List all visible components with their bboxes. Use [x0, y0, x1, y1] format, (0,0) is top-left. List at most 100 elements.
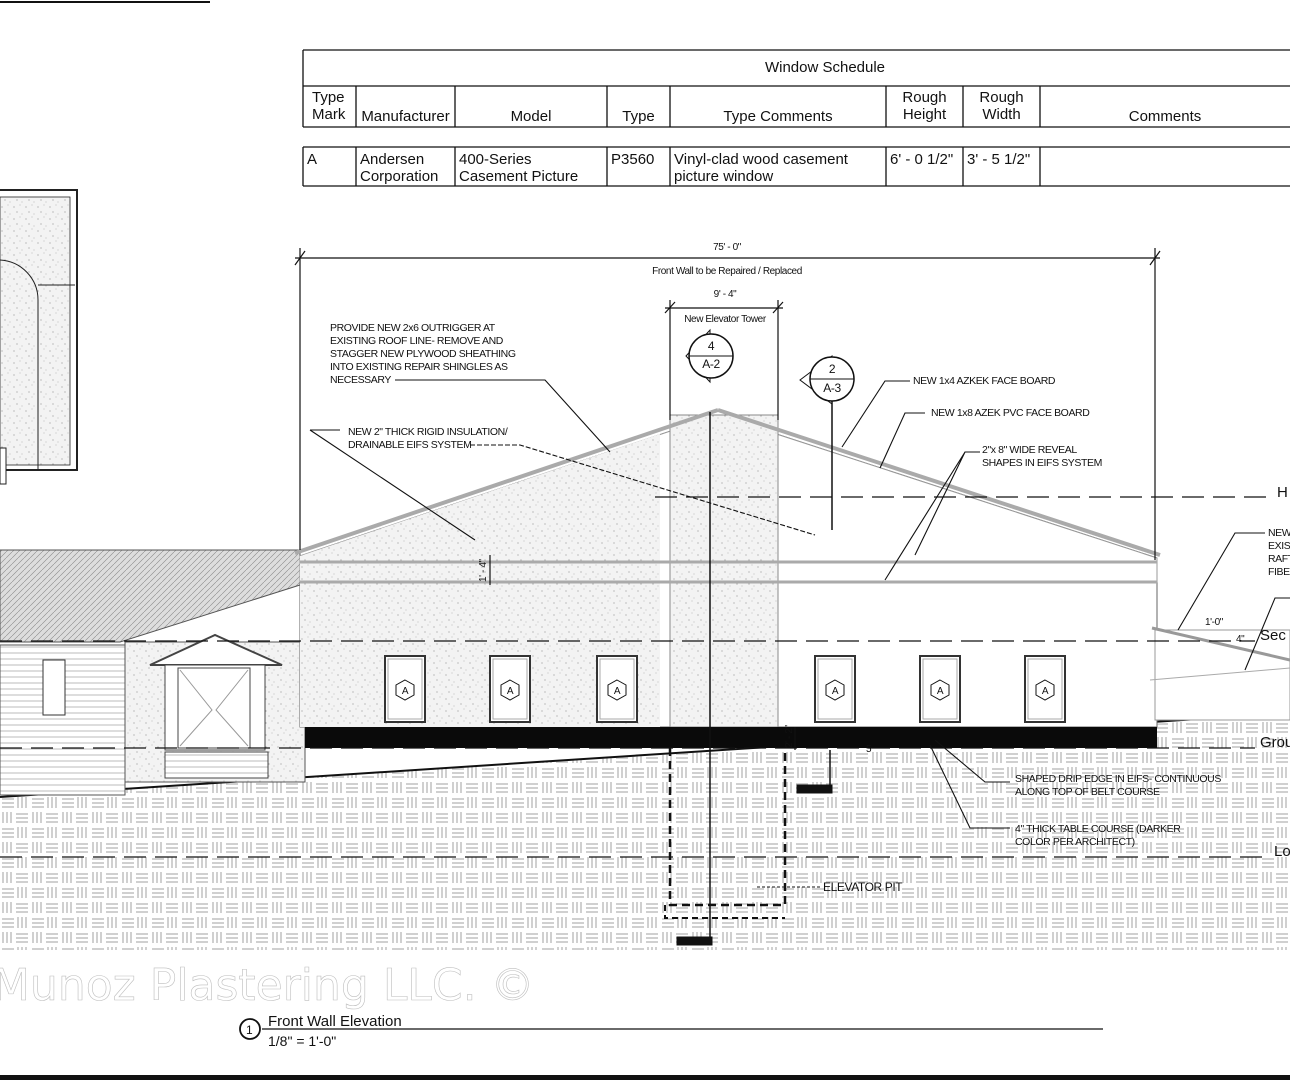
- note-right-cut: FIBE: [1268, 566, 1290, 578]
- column-header: Type Comments: [723, 108, 832, 125]
- view-number: 1: [246, 1023, 253, 1037]
- table-cell: P3560: [611, 151, 654, 168]
- window-tag-icon: [1035, 679, 1055, 701]
- table-cell: Andersen: [360, 151, 424, 168]
- note-table-course: COLOR PER ARCHITECT): [1015, 836, 1135, 848]
- window-tag: A: [832, 686, 839, 697]
- window-a: A: [596, 655, 638, 723]
- column-header: Model: [511, 108, 552, 125]
- window-a: A: [919, 655, 961, 723]
- table-cell: Corporation: [360, 168, 438, 185]
- belt-course: [305, 727, 1157, 748]
- column-header: Comments: [1129, 108, 1202, 125]
- section-marker-2-a3[interactable]: 2 A-3: [799, 355, 855, 530]
- level-label: H: [1277, 484, 1288, 501]
- note-drip: SHAPED DRIP EDGE IN EIFS- CONTINUOUS: [1015, 773, 1221, 785]
- ground-hatch: [0, 715, 1290, 950]
- tower-dimension-label: New Elevator Tower: [684, 314, 767, 325]
- tower-dimension: 9' - 4": [714, 289, 738, 300]
- window-a: A: [384, 655, 426, 723]
- overall-dimension: 75' - 0": [713, 242, 742, 253]
- section-sheet: A-3: [823, 381, 841, 395]
- column-header: Rough: [979, 89, 1023, 106]
- column-header: Type: [622, 108, 655, 125]
- note-right-cut: EXIS: [1268, 540, 1290, 552]
- window-tag: A: [507, 686, 514, 697]
- floor-plan-fragment: [0, 189, 78, 485]
- overhang-dimension: 1'-0": [1205, 617, 1224, 628]
- view-scale: 1/8" = 1'-0": [268, 1033, 336, 1049]
- note-outrigger: STAGGER NEW PLYWOOD SHEATHING: [330, 348, 516, 360]
- table-cell: A: [307, 151, 317, 168]
- table-cell: picture window: [674, 168, 773, 185]
- overall-dimension-label: Front Wall to be Repaired / Replaced: [652, 266, 802, 277]
- note-insulation: NEW 2" THICK RIGID INSULATION/: [348, 426, 508, 438]
- note-reveal: SHAPES IN EIFS SYSTEM: [982, 457, 1102, 469]
- view-title: 1 Front Wall Elevation 1/8" = 1'-0": [239, 1013, 1103, 1049]
- column-header: Manufacturer: [361, 108, 449, 125]
- window-a: A: [489, 655, 531, 723]
- window-tag: A: [937, 686, 944, 697]
- column-header: Type: [312, 89, 345, 106]
- note-insulation: DRAINABLE EIFS SYSTEM: [348, 439, 471, 451]
- section-number: 2: [829, 362, 836, 376]
- note-right-cut: RAFT: [1268, 553, 1290, 565]
- note-reveal: 2"x 8" WIDE REVEAL: [982, 444, 1077, 456]
- window-tag-icon: [930, 679, 950, 701]
- view-name: Front Wall Elevation: [268, 1013, 402, 1030]
- window-tag: A: [402, 686, 409, 697]
- table-cell: Casement Picture: [459, 168, 578, 185]
- note-outrigger: PROVIDE NEW 2x6 OUTRIGGER AT: [330, 322, 496, 334]
- window-tag-icon: [395, 679, 415, 701]
- dimension-lines: [294, 248, 1161, 750]
- table-cell: 400-Series: [459, 151, 532, 168]
- table-cell: Vinyl-clad wood casement: [674, 151, 849, 168]
- note-right-cut: NEW: [1268, 527, 1290, 539]
- window-a: A: [814, 655, 856, 723]
- note-outrigger: INTO EXISTING REPAIR SHINGLES AS: [330, 361, 508, 373]
- elevator-pit: [664, 412, 833, 946]
- level-label: Grou: [1260, 734, 1290, 751]
- main-building: [294, 408, 1290, 748]
- existing-annex: [0, 549, 306, 796]
- note-azek-1x8: NEW 1x8 AZEK PVC FACE BOARD: [931, 407, 1090, 419]
- window-tag-icon: [607, 679, 627, 701]
- schedule-title: Window Schedule: [765, 59, 885, 76]
- note-table-course: 4" THICK TABLE COURSE (DARKER: [1015, 823, 1181, 835]
- column-header: Mark: [312, 106, 346, 123]
- level-label: Lo: [1274, 843, 1290, 860]
- level-label: Sec: [1260, 627, 1286, 644]
- window-tag-icon: [500, 679, 520, 701]
- belt-dimension: 2' - 2": [784, 724, 795, 748]
- section-marker-4-a2[interactable]: 4 A-2: [685, 328, 734, 384]
- slope-mark: 5: [866, 744, 872, 755]
- section-sheet: A-2: [702, 357, 720, 371]
- column-header: Rough: [902, 89, 946, 106]
- column-header: Width: [982, 106, 1020, 123]
- table-cell: 6' - 0 1/2": [890, 151, 953, 168]
- note-outrigger: EXISTING ROOF LINE- REMOVE AND: [330, 335, 504, 347]
- table-cell: 3' - 5 1/2": [967, 151, 1030, 168]
- note-pit: ELEVATOR PIT: [823, 880, 903, 894]
- watermark: Munoz Plastering LLC. ©: [0, 960, 535, 1011]
- section-number: 4: [708, 339, 715, 353]
- note-outrigger: NECESSARY: [330, 374, 391, 386]
- window-tag: A: [614, 686, 621, 697]
- note-drip: ALONG TOP OF BELT COURSE: [1015, 786, 1160, 798]
- window-tag: A: [1042, 686, 1049, 697]
- level-lines: [0, 496, 1272, 858]
- window-tag-icon: [825, 679, 845, 701]
- view-number-bubble: [239, 1018, 261, 1040]
- window-a: A: [1024, 655, 1066, 723]
- bottom-border: [0, 1075, 1290, 1080]
- column-header: Height: [903, 106, 947, 123]
- note-azkek-1x4: NEW 1x4 AZKEK FACE BOARD: [913, 375, 1056, 387]
- small-dimension: 4": [1236, 634, 1245, 645]
- window-schedule-table: [302, 49, 1290, 187]
- band-dimension: 1' - 4": [478, 558, 489, 582]
- note-leaders: [309, 379, 1290, 888]
